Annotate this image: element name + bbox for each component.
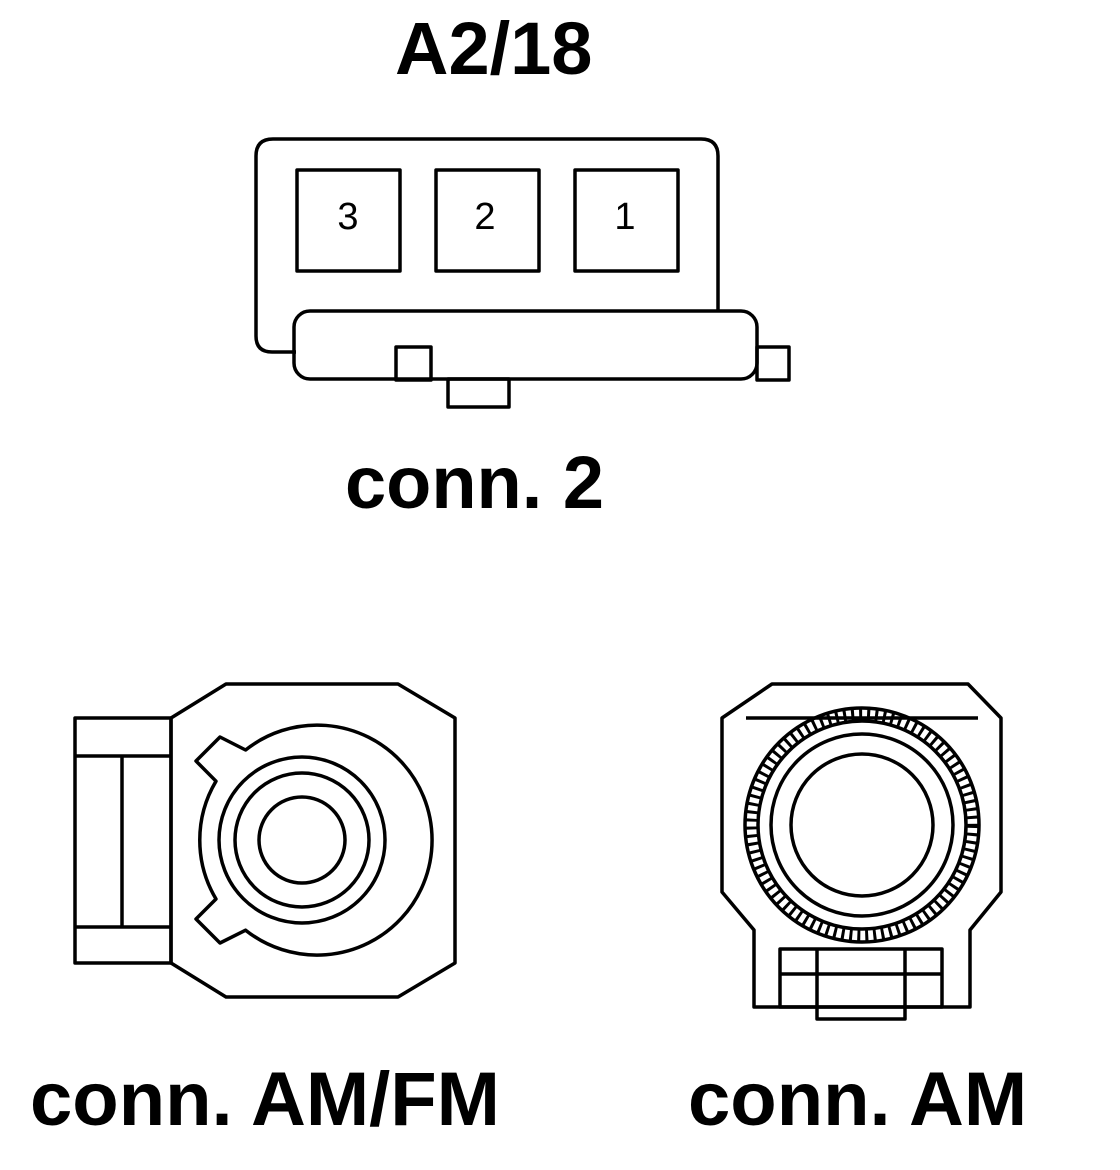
conn-am-housing [720, 682, 1003, 1009]
conn-2-tab-bottom [446, 377, 511, 409]
conn-2-tab-left [394, 345, 433, 382]
conn-amfm-center-socket [257, 795, 347, 885]
conn-amfm-main-housing [169, 682, 457, 999]
conn-2-pin-3-cavity [295, 168, 402, 273]
conn-am-connector [720, 682, 1003, 1021]
conn-amfm-bayonet-flange [194, 723, 434, 957]
conn-amfm-ring-middle [233, 771, 371, 909]
conn-2-pin-3-label: 3 [337, 196, 358, 238]
conn-am-latch-tab [815, 1007, 907, 1021]
conn-2-pin-1-cavity [573, 168, 680, 273]
conn-am-ring-core [769, 732, 955, 918]
conn-am-center-socket [789, 752, 935, 898]
conn-amfm-label: conn. AM/FM [30, 1057, 500, 1142]
conn-2-connector: 3 2 1 [254, 137, 791, 409]
diagram-title: A2/18 [395, 7, 593, 90]
conn-2-tab-right [755, 345, 791, 382]
conn-am-knurled-ring [745, 708, 979, 942]
conn-2-pin-2-cavity [434, 168, 541, 273]
conn-am-ring-outer [743, 706, 981, 944]
conn-2-pin-2-label: 2 [474, 196, 495, 238]
conn-am-ring-inner [756, 719, 968, 931]
conn-amfm-ring-outer [217, 755, 387, 925]
conn-amfm-connector [73, 682, 457, 999]
conn-am-latch-block [778, 947, 944, 1009]
conn-2-latch-body [292, 309, 759, 381]
conn-2-label: conn. 2 [345, 441, 605, 524]
conn-am-label: conn. AM [688, 1057, 1028, 1142]
conn-2-pin-1-label: 1 [614, 196, 635, 238]
